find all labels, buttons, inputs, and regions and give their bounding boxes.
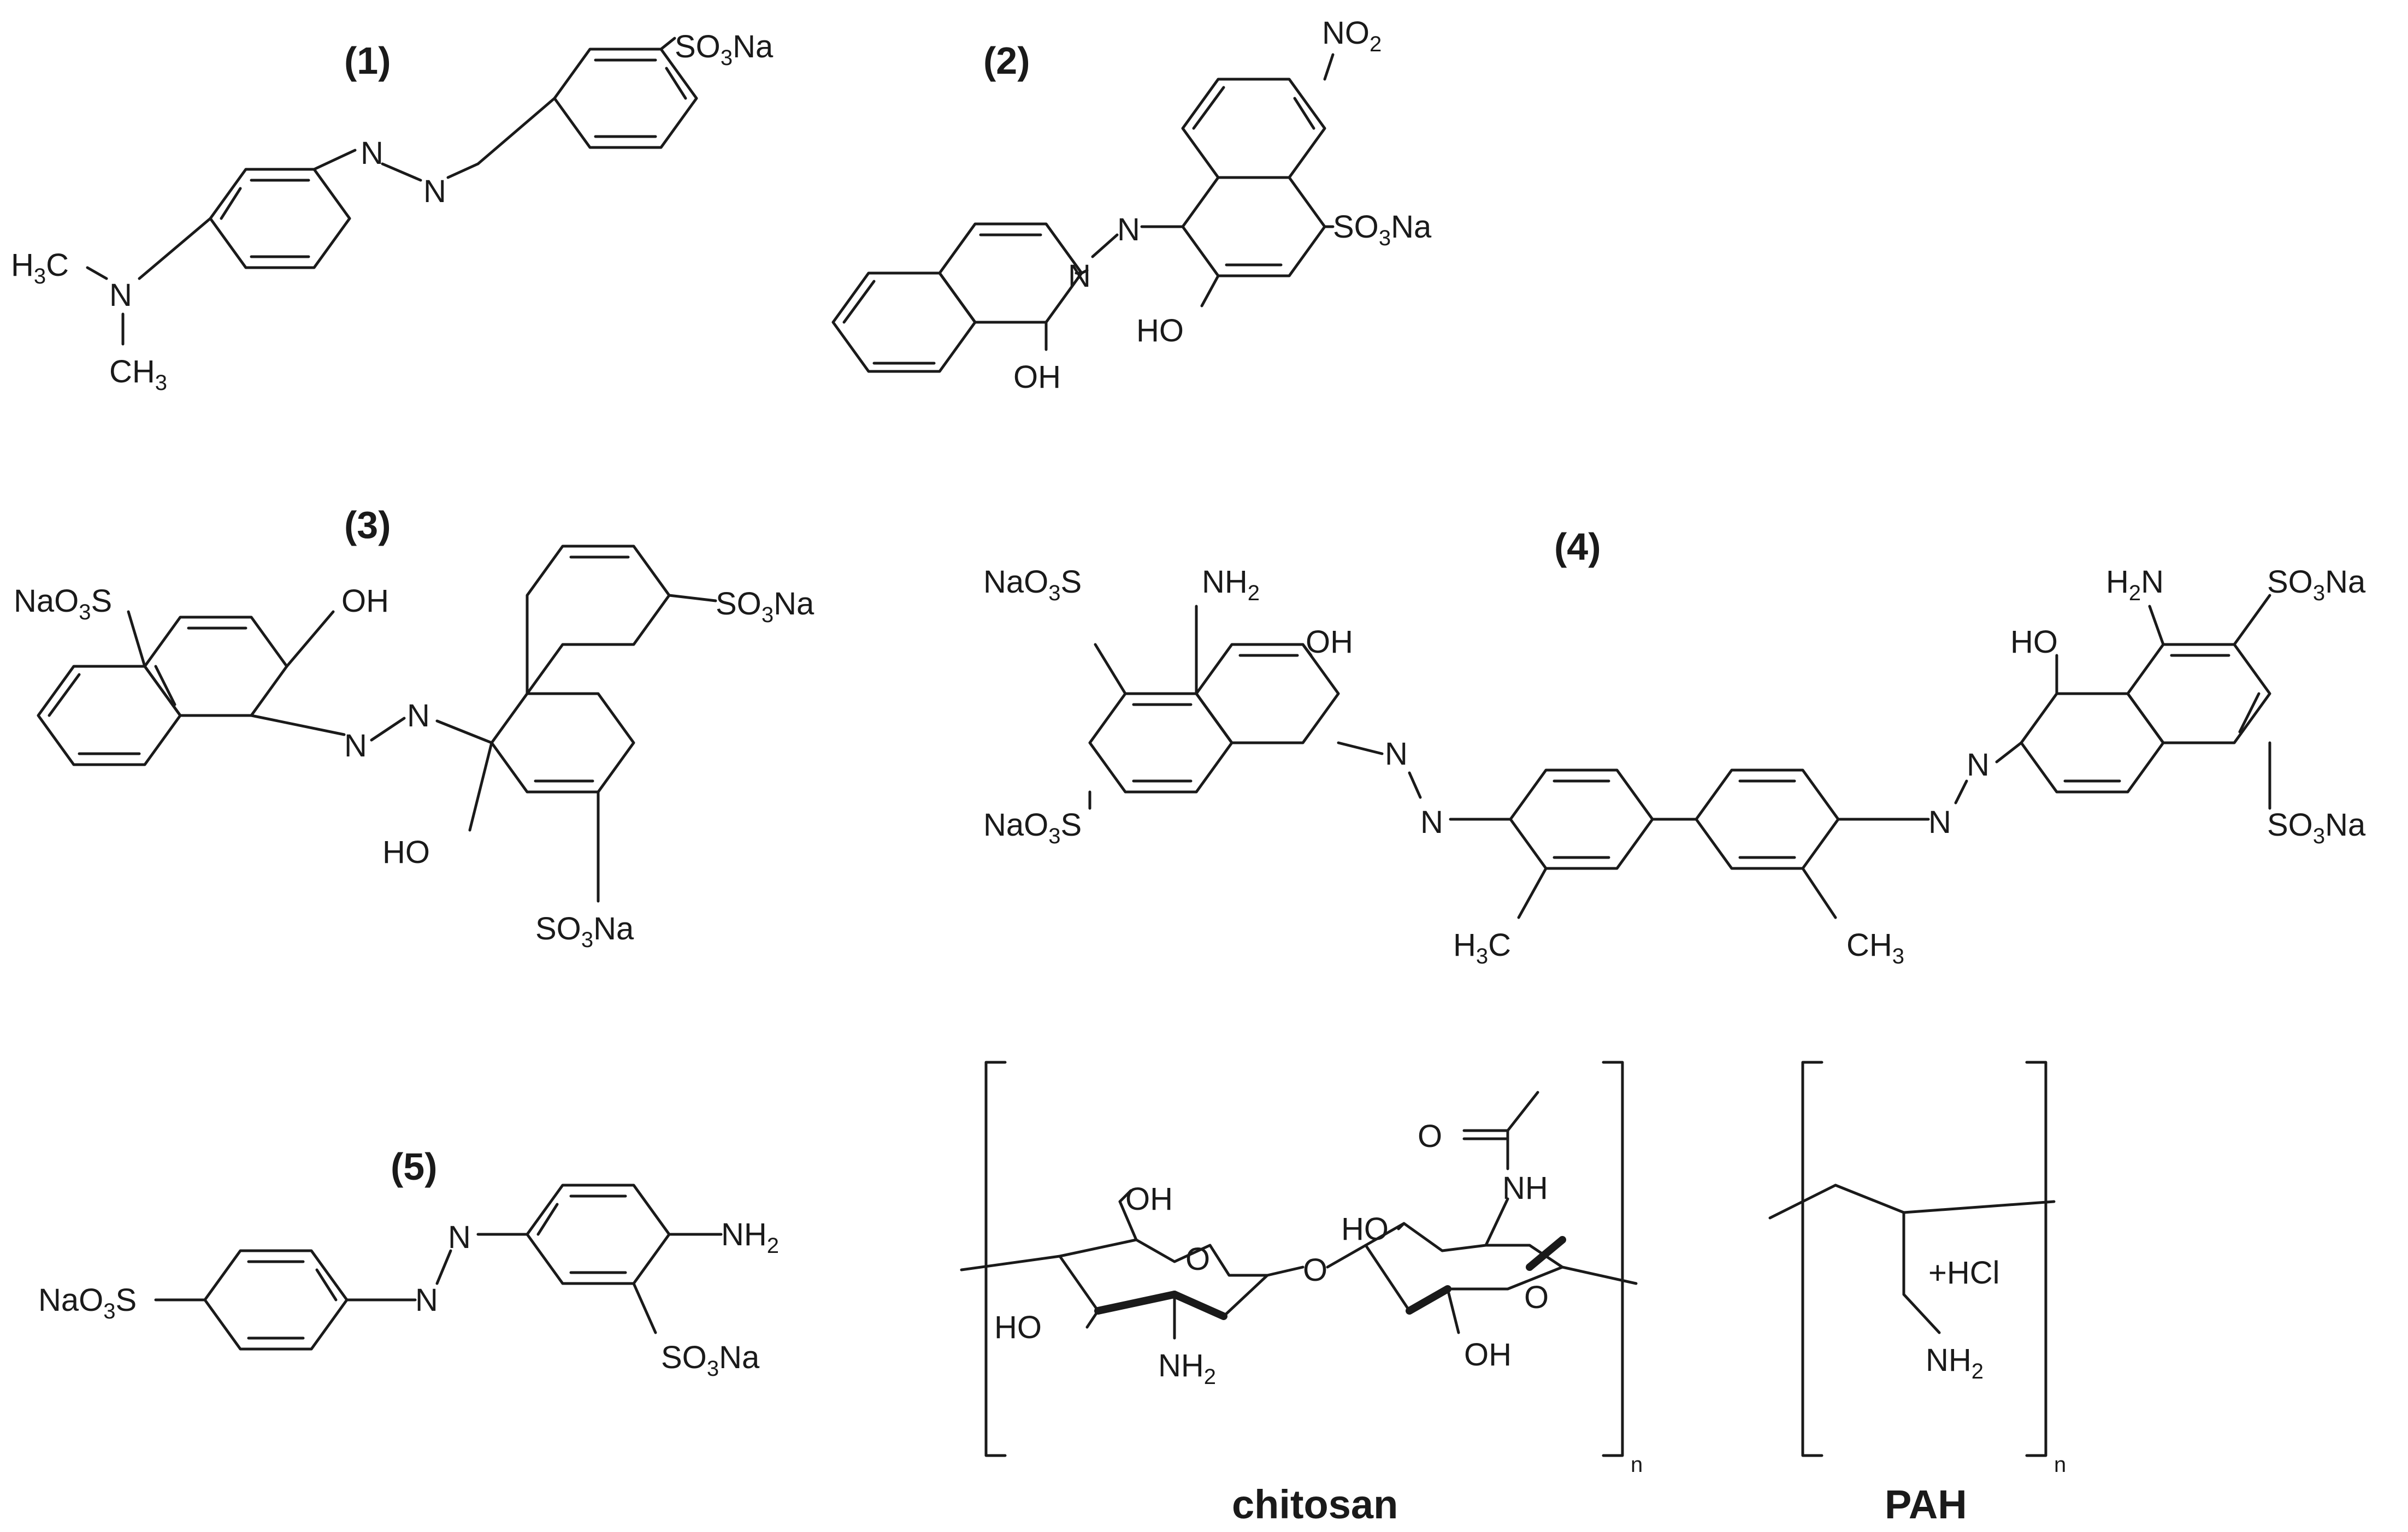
chitosan-bracket-left xyxy=(984,1061,1007,1457)
compound-4-ring-a xyxy=(1088,692,1233,794)
compound-1-ch3: CH3 xyxy=(109,354,167,395)
chitosan-carbonyl-o: O xyxy=(1418,1119,1442,1154)
compound-1-title: (1) xyxy=(344,39,391,82)
compound-4-ho-right: HO xyxy=(2010,624,2058,660)
compound-3-ho: HO xyxy=(382,835,430,870)
chitosan-nh: NH xyxy=(1502,1170,1548,1206)
compound-1-azo-n2: N xyxy=(423,174,446,209)
compound-3-ring-c xyxy=(490,692,635,794)
compound-1: (1) N N SO3Na N H3C CH3 xyxy=(11,29,774,395)
compound-4-azo-n3: N xyxy=(1928,805,1951,840)
chitosan-ring-o-1: O xyxy=(1185,1241,1210,1277)
compound-1-h3c: H3C xyxy=(11,247,69,288)
compound-5-title: (5) xyxy=(391,1145,438,1188)
pah-caption: PAH xyxy=(1885,1482,1967,1527)
compound-5-nh2: NH2 xyxy=(721,1217,779,1258)
compound-4-ring-f xyxy=(2126,643,2271,744)
compound-5-nao3s: NaO3S xyxy=(38,1282,137,1323)
compound-2-title: (2) xyxy=(983,39,1030,82)
chitosan-nh2: NH2 xyxy=(1158,1348,1216,1389)
compound-4-ring-d xyxy=(1695,768,1840,870)
compound-4-azo-n4: N xyxy=(1967,747,1990,783)
chitosan-structure: n O OH HO NH2 O O HO NH O OH ch xyxy=(960,1061,1643,1527)
compound-4-oh-left: OH xyxy=(1306,624,1353,660)
pah-bracket-right xyxy=(2025,1061,2047,1457)
compound-2-azo-n1: N xyxy=(1068,258,1091,294)
compound-2-ring-c xyxy=(1181,176,1326,277)
compound-5-ring-left xyxy=(203,1249,349,1351)
compound-4-h2n-right: H2N xyxy=(2106,564,2164,605)
compound-1-so3na: SO3Na xyxy=(675,29,774,70)
compound-5-so3na: SO3Na xyxy=(661,1340,760,1381)
pah-nh2: NH2 xyxy=(1926,1342,1984,1383)
compound-4-ring-e xyxy=(2020,692,2165,794)
compound-2-ring-d xyxy=(1181,78,1326,179)
compound-4-h3c: H3C xyxy=(1453,927,1511,968)
chitosan-glycosidic-o: O xyxy=(1303,1252,1327,1288)
compound-4-so3na-top: SO3Na xyxy=(2267,564,2366,605)
compound-3-azo-n1: N xyxy=(344,728,367,764)
compound-5-ring-right xyxy=(526,1184,671,1285)
compound-5-azo-n2: N xyxy=(448,1220,471,1255)
pah-structure: n NH2 +HCl PAH xyxy=(1768,1061,2066,1527)
compound-4-ch3: CH3 xyxy=(1846,927,1904,968)
chitosan-bracket-right xyxy=(1602,1061,1624,1457)
compound-3-so3na-top: SO3Na xyxy=(716,586,815,627)
compound-3-title: (3) xyxy=(344,504,391,546)
compound-2-ring-a xyxy=(831,271,977,373)
compound-4-ring-c xyxy=(1509,768,1654,870)
chitosan-oh-2: OH xyxy=(1464,1337,1512,1373)
compound-3-ring-a xyxy=(143,616,288,717)
compound-1-azo-n1: N xyxy=(361,135,383,171)
compound-2-so3na: SO3Na xyxy=(1333,209,1432,250)
compound-4-nh2-left: NH2 xyxy=(1202,564,1260,605)
compound-4-azo-n2: N xyxy=(1420,805,1443,840)
compound-3-so3na-bottom: SO3Na xyxy=(535,911,634,952)
pah-subscript-n: n xyxy=(2054,1453,2066,1477)
compound-4-azo-n1: N xyxy=(1385,736,1408,772)
compound-4-nao3s-bottom: NaO3S xyxy=(983,807,1082,848)
compound-2-ring-b xyxy=(938,222,1083,324)
compound-5-azo-n1: N xyxy=(415,1282,438,1318)
compound-4-ring-b xyxy=(1195,643,1340,744)
compound-5: (5) NaO3S N N NH2 SO3Na xyxy=(38,1145,779,1381)
compound-4: (4) NaO3S NH2 OH NaO3S N N H3C CH3 xyxy=(983,525,2366,968)
chitosan-subscript-n: n xyxy=(1631,1453,1643,1477)
chitosan-oh-1: OH xyxy=(1125,1181,1173,1217)
compound-3: (3) NaO3S OH N N SO3Na HO SO3Na xyxy=(14,504,815,952)
compound-3-azo-n2: N xyxy=(407,698,430,734)
chitosan-ho-1: HO xyxy=(994,1310,1042,1345)
chitosan-ring-o-2: O xyxy=(1524,1280,1549,1315)
compound-2-ho: HO xyxy=(1136,313,1184,348)
pah-bracket-left xyxy=(1801,1061,1823,1457)
compound-2-azo-n2: N xyxy=(1117,212,1140,247)
chitosan-ho-2: HO xyxy=(1341,1211,1389,1247)
compound-2-no2: NO2 xyxy=(1322,15,1382,56)
pah-hcl: +HCl xyxy=(1928,1255,2000,1291)
compound-4-nao3s-top: NaO3S xyxy=(983,564,1082,605)
compound-3-nao3s: NaO3S xyxy=(14,583,112,624)
compound-2-oh: OH xyxy=(1013,359,1061,395)
compound-3-ring-b xyxy=(37,665,182,766)
compound-1-n: N xyxy=(109,277,132,313)
compound-4-title: (4) xyxy=(1554,525,1601,568)
compound-3-ring-d xyxy=(526,545,671,695)
compound-1-ring-left xyxy=(209,168,351,269)
compound-3-oh: OH xyxy=(341,583,389,619)
chitosan-caption: chitosan xyxy=(1232,1482,1398,1527)
compound-4-so3na-bottom: SO3Na xyxy=(2267,807,2366,848)
compound-2: (2) OH N N HO SO3Na NO2 xyxy=(831,15,1432,395)
